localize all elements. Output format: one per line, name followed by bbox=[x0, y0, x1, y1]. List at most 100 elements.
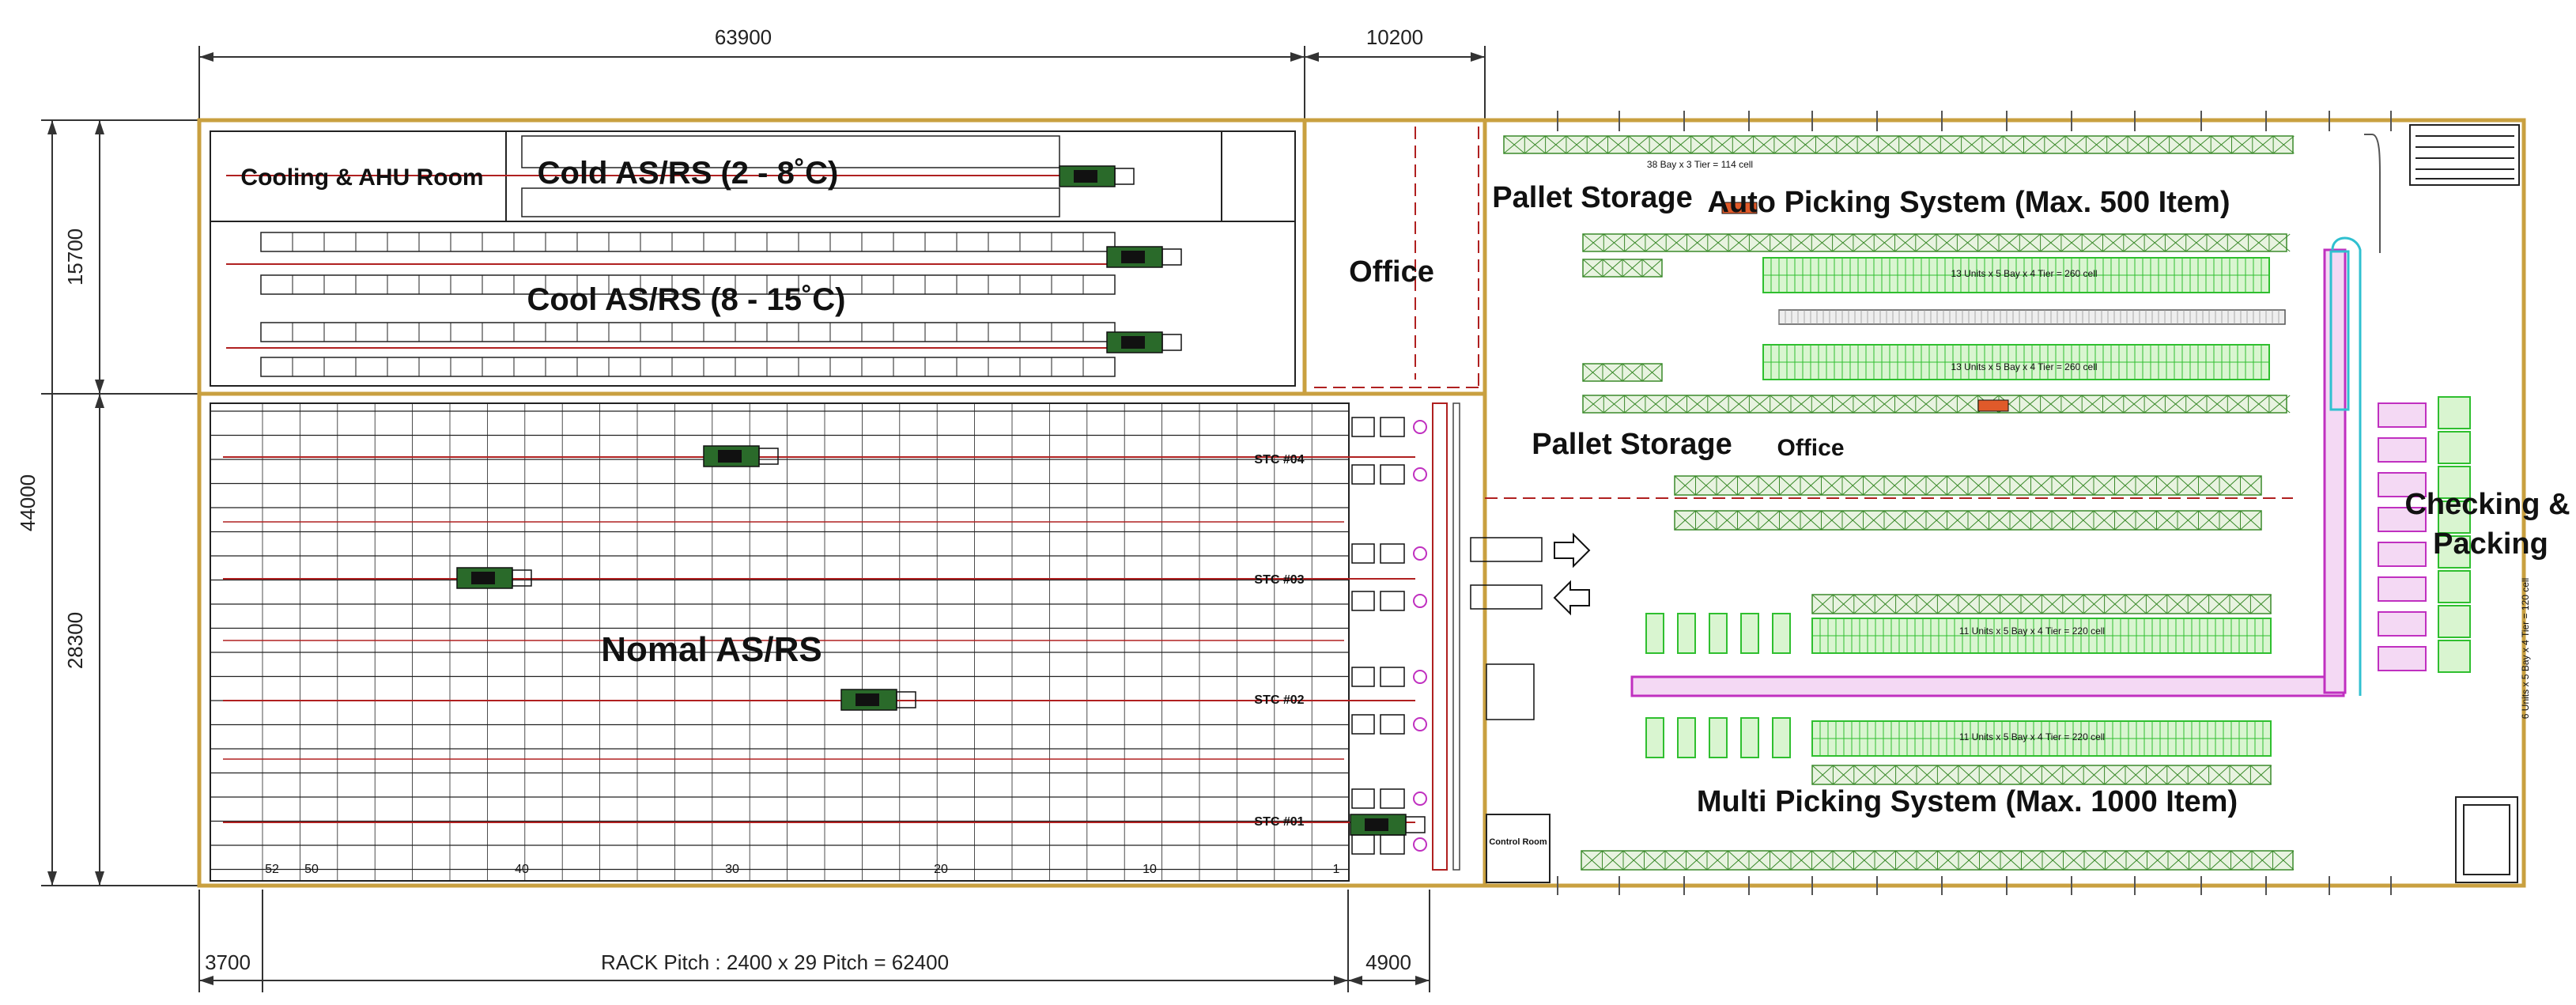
pallet-cell-cross bbox=[2219, 475, 2241, 496]
packing-station bbox=[2378, 646, 2427, 671]
label-checking: Checking & bbox=[2404, 488, 2570, 521]
transfer-shuttle-rail bbox=[1452, 402, 1460, 871]
pallet-cell-cross bbox=[2072, 510, 2094, 531]
label-normal-asrs: Nomal AS/RS bbox=[601, 630, 822, 669]
stacker-crane bbox=[456, 567, 532, 589]
pallet-cell-cross bbox=[1853, 395, 1875, 414]
pallet-cell-cross bbox=[1641, 363, 1663, 382]
pallet-cell-cross bbox=[1873, 233, 1895, 252]
pallet-cell-cross bbox=[1821, 510, 1843, 531]
crane-fork bbox=[896, 691, 916, 708]
dim-bottom-right: 4900 bbox=[1365, 950, 1411, 974]
pallet-cell-cross bbox=[2147, 850, 2169, 871]
pallet-cell-cross bbox=[2062, 765, 2084, 785]
pallet-cell-cross bbox=[2177, 475, 2199, 496]
pallet-cell-cross bbox=[2251, 850, 2273, 871]
pallet-cell-cross bbox=[2156, 475, 2178, 496]
pallet-cell-cross bbox=[2272, 135, 2295, 154]
stacker-crane bbox=[1350, 814, 1426, 836]
stc-station bbox=[1351, 788, 1375, 809]
checking-rack bbox=[2438, 605, 2471, 638]
dim-top-left: 63900 bbox=[715, 25, 772, 49]
pallet-cell-cross bbox=[2042, 850, 2064, 871]
pallet-cell-cross bbox=[2209, 850, 2231, 871]
pallet-cell-cross bbox=[1947, 510, 1969, 531]
rack-note-auto-upper: 13 Units x 5 Bay x 4 Tier = 260 cell bbox=[1951, 268, 2097, 279]
pallet-cell-cross bbox=[1737, 510, 1759, 531]
pallet-cell-cross bbox=[1832, 850, 1854, 871]
pallet-cell-cross bbox=[1749, 233, 1771, 252]
pallet-cell-cross bbox=[2208, 594, 2230, 614]
pallet-cell-cross bbox=[1915, 233, 1937, 252]
pallet-cell-cross bbox=[1856, 135, 1879, 154]
pallet-cell-cross bbox=[1832, 395, 1854, 414]
pallet-cell-cross bbox=[1790, 850, 1812, 871]
pallet-cell-cross bbox=[2227, 233, 2249, 252]
dim-left-upper: 15700 bbox=[63, 229, 87, 285]
pallet-cell-cross bbox=[1878, 135, 1900, 154]
pallet-cell-cross bbox=[2268, 233, 2291, 252]
stc-station bbox=[1351, 834, 1375, 855]
pallet-cell-cross bbox=[1947, 475, 1969, 496]
stc-station bbox=[1351, 543, 1375, 564]
pallet-cell-cross bbox=[1641, 259, 1663, 278]
pallet-cell-cross bbox=[1706, 850, 1728, 871]
packing-station bbox=[2378, 611, 2427, 637]
packing-station bbox=[2378, 402, 2427, 428]
pallet-cell-cross bbox=[2198, 475, 2220, 496]
pallet-cell-cross bbox=[2206, 233, 2228, 252]
stc-turntable bbox=[1413, 837, 1427, 852]
pallet-cell-cross bbox=[1958, 594, 1980, 614]
normal-asrs-racks bbox=[210, 403, 1415, 881]
pallet-cell-cross bbox=[1916, 765, 1938, 785]
pallet-cell-cross bbox=[1695, 475, 1717, 496]
stc-turntable bbox=[1413, 420, 1427, 434]
pallet-cell-cross bbox=[2000, 850, 2022, 871]
pallet-cell-cross bbox=[2198, 510, 2220, 531]
dim-bottom-left: 3700 bbox=[205, 950, 251, 974]
pallet-cell-cross bbox=[1674, 510, 1696, 531]
pallet-cell-cross bbox=[2156, 510, 2178, 531]
label-packing: Packing bbox=[2433, 527, 2548, 561]
pallet-cell-cross bbox=[2023, 135, 2045, 154]
checking-rack bbox=[2438, 431, 2471, 464]
flow-rack bbox=[1772, 613, 1791, 654]
flow-rack bbox=[1772, 717, 1791, 758]
rack-row bbox=[521, 135, 1060, 168]
transfer-shuttle-rail bbox=[1432, 402, 1448, 871]
pallet-cell-cross bbox=[1716, 510, 1738, 531]
pallet-cell-cross bbox=[1602, 363, 1623, 382]
crane-fork bbox=[1161, 248, 1182, 266]
pallet-rack-row bbox=[1582, 233, 2287, 252]
rack-row bbox=[260, 232, 1116, 252]
pallet-cell-cross bbox=[1728, 850, 1750, 871]
stc-turntable bbox=[1413, 670, 1427, 684]
pallet-cell-cross bbox=[1582, 395, 1604, 414]
checking-rack bbox=[2438, 501, 2471, 534]
packing-station bbox=[2378, 437, 2427, 463]
pallet-cell-cross bbox=[2208, 765, 2230, 785]
pallet-cell-cross bbox=[1690, 135, 1713, 154]
rack-note-top-pallet: 38 Bay x 3 Tier = 114 cell bbox=[1647, 159, 1753, 170]
pallet-cell-cross bbox=[2146, 765, 2168, 785]
pallet-cell-cross bbox=[2102, 395, 2125, 414]
pallet-cell-cross bbox=[2187, 765, 2209, 785]
pallet-cell-cross bbox=[1989, 475, 2011, 496]
pallet-cell-cross bbox=[2081, 233, 2103, 252]
pallet-cell-cross bbox=[1815, 135, 1838, 154]
pallet-cell-cross bbox=[2020, 765, 2042, 785]
rack-number: 50 bbox=[304, 863, 319, 876]
rack-number: 20 bbox=[934, 863, 948, 876]
pallet-cell-cross bbox=[1770, 850, 1792, 871]
pallet-cell-cross bbox=[1711, 135, 1733, 154]
stair-core bbox=[2409, 124, 2520, 883]
pallet-cell-cross bbox=[2230, 850, 2253, 871]
pallet-cell-cross bbox=[2123, 233, 2145, 252]
pallet-cell-cross bbox=[1998, 233, 2020, 252]
stc-turntable bbox=[1413, 467, 1427, 482]
crane-mast bbox=[471, 572, 495, 584]
pallet-cell-cross bbox=[1905, 510, 1927, 531]
pallet-cell-cross bbox=[2040, 233, 2062, 252]
crane-mast bbox=[1121, 251, 1145, 263]
crane-fork bbox=[1161, 334, 1182, 351]
